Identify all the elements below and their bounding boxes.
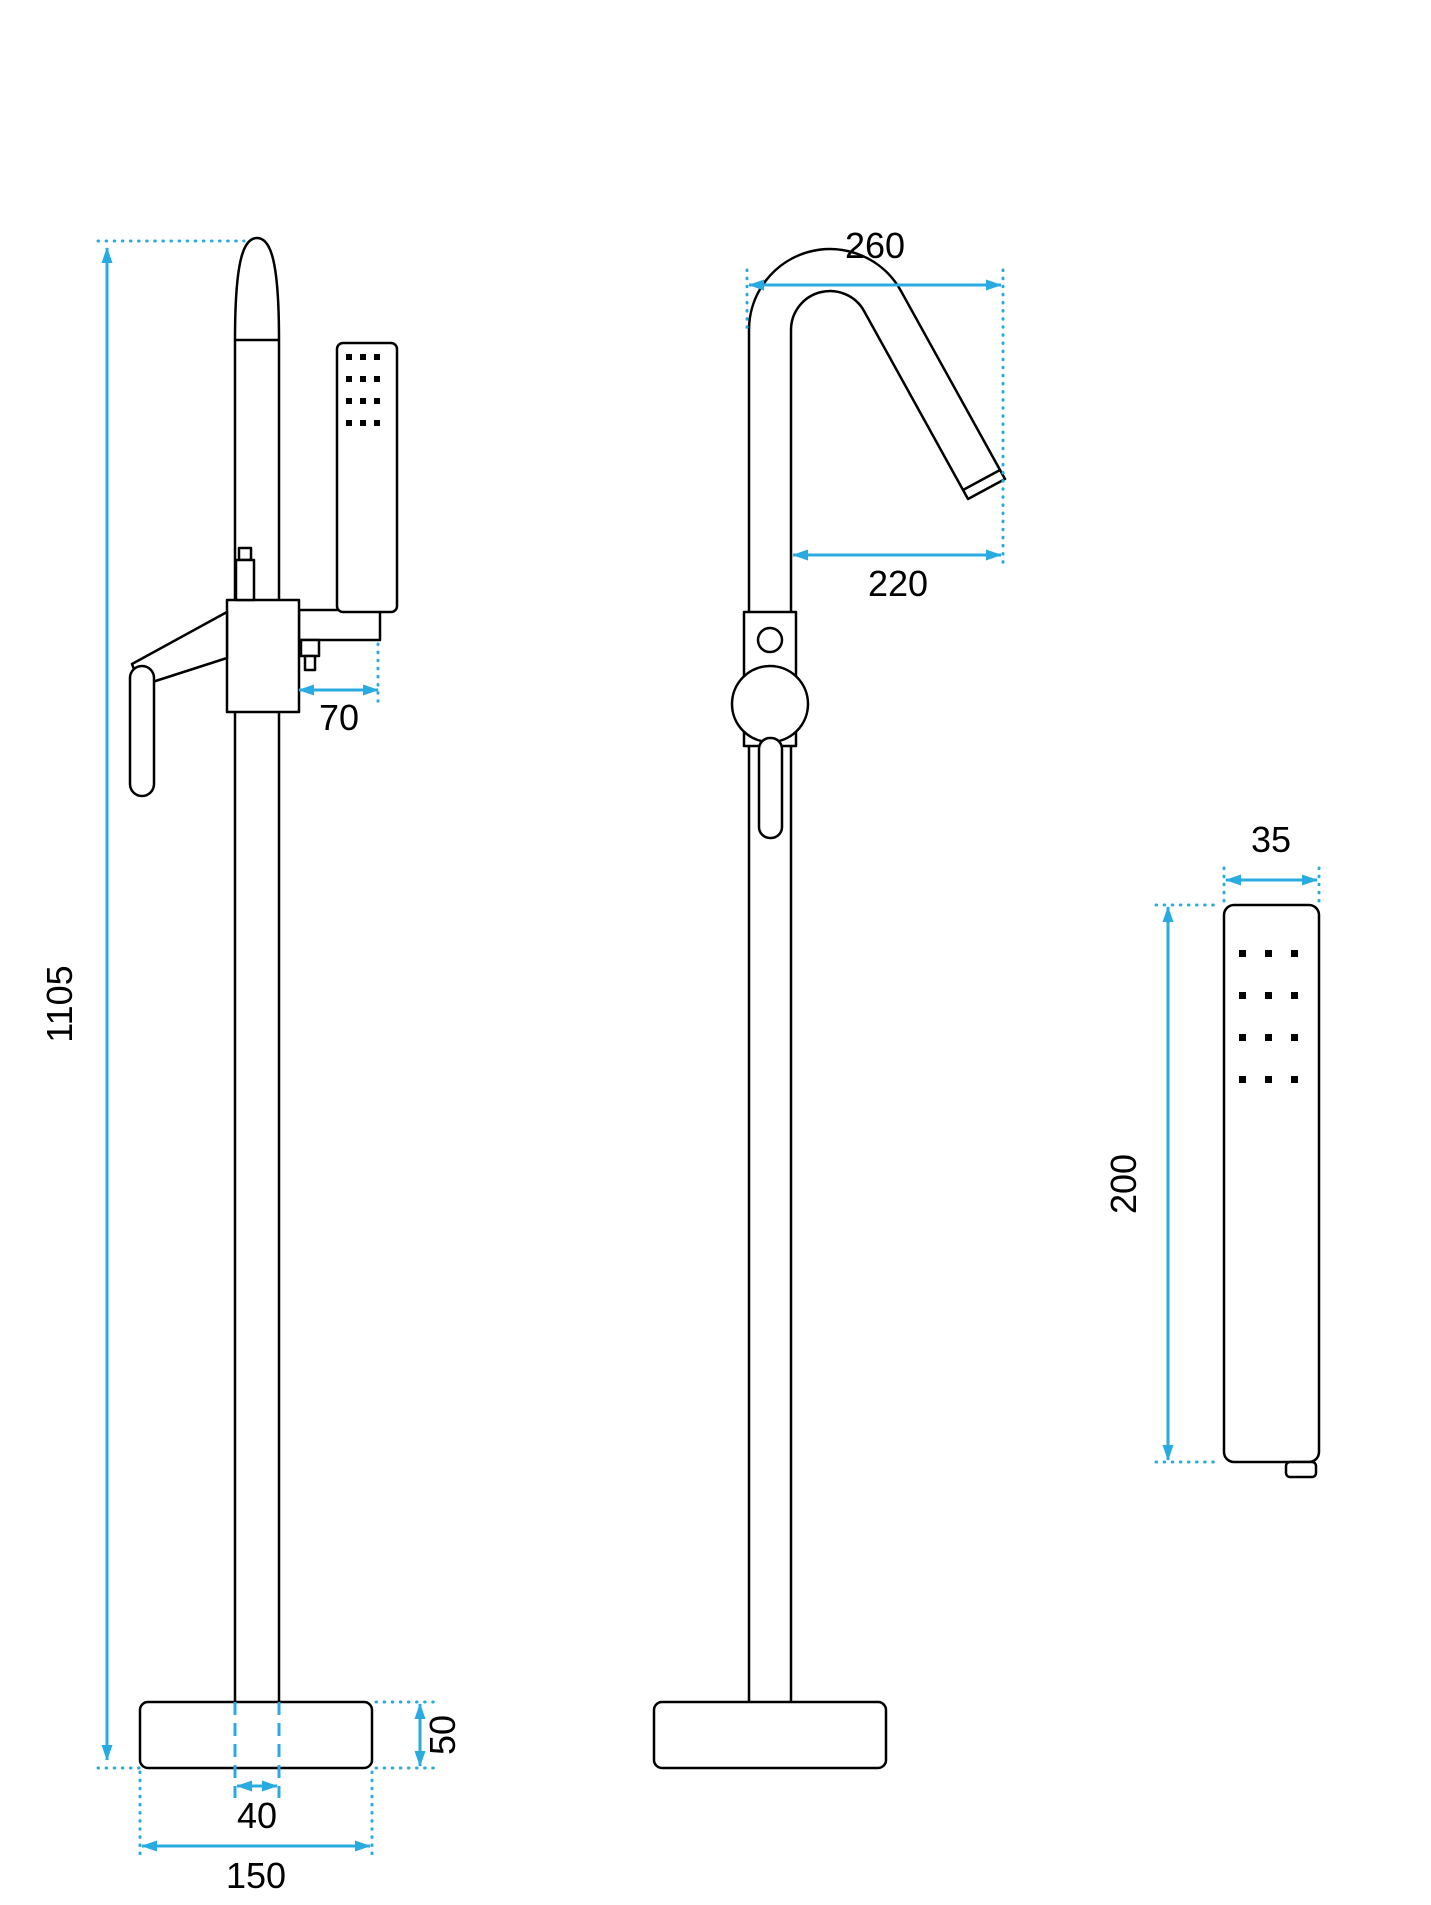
- side-view: 1105 70 50 40 150: [39, 236, 463, 1896]
- handshower-body: [1222, 903, 1321, 1464]
- front-riser-and-spout: [747, 247, 1007, 1702]
- label-reach-260: 260: [845, 225, 905, 266]
- label-hs-width-35: 35: [1251, 819, 1291, 860]
- front-dimensions: 260 220: [745, 225, 1005, 604]
- label-outlet-220: 220: [868, 563, 928, 604]
- side-diverter-knob: [299, 638, 321, 658]
- label-bore-40: 40: [237, 1795, 277, 1836]
- side-base-plate: [138, 1700, 374, 1770]
- label-hs-length-200: 200: [1103, 1154, 1144, 1214]
- front-diverter-button: [756, 626, 784, 654]
- side-riser-pipe: [233, 236, 281, 1702]
- handshower-dimensions: 35 200: [1103, 819, 1321, 1464]
- front-spout-mouth: [962, 468, 1001, 492]
- label-base-width-150: 150: [226, 1855, 286, 1896]
- side-handshower-nozzles: [346, 354, 380, 426]
- side-handshower: [335, 341, 399, 614]
- front-base-plate: [652, 1700, 888, 1770]
- label-height-1105: 1105: [39, 965, 80, 1042]
- side-mixer-body: [225, 598, 301, 714]
- label-offset-70: 70: [319, 697, 359, 738]
- handshower-nozzles: [1239, 950, 1298, 1083]
- side-cartridge-cap: [237, 546, 253, 562]
- side-lever-grip: [128, 664, 156, 798]
- front-lever-grip: [757, 736, 784, 840]
- front-mixer-hub: [730, 664, 810, 744]
- side-dimensions: 1105 70 50 40 150: [39, 239, 463, 1896]
- handshower-view: 35 200: [1103, 819, 1321, 1479]
- label-base-height-50: 50: [422, 1715, 463, 1755]
- side-cartridge: [234, 558, 256, 602]
- front-view: 260 220: [652, 225, 1007, 1770]
- side-holder-arm: [297, 608, 382, 642]
- handshower-hose-connector: [1284, 1460, 1318, 1479]
- side-diverter-stem: [303, 654, 317, 672]
